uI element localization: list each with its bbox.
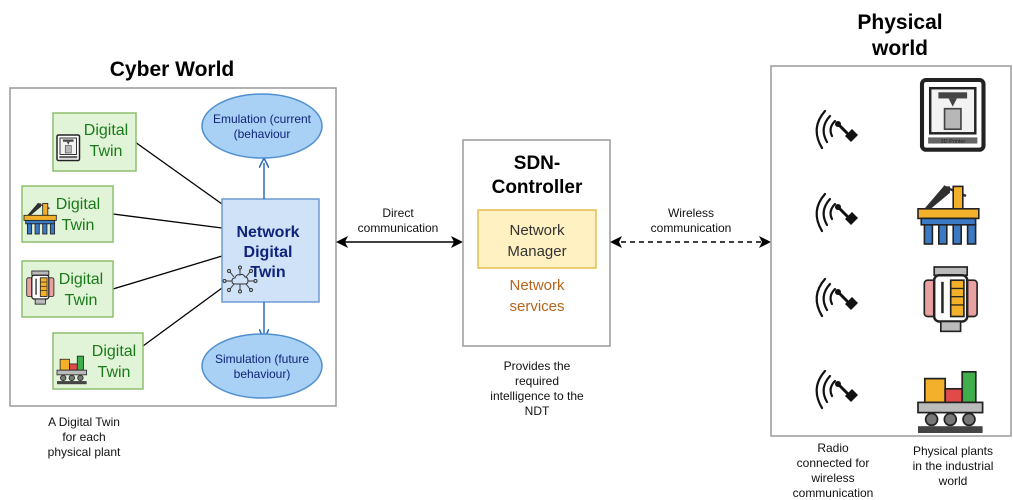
radio-caption-line3: wireless	[810, 471, 854, 485]
network-manager-line2: Manager	[507, 243, 566, 260]
simulation-ellipse[interactable]: Simulation (future behaviour)	[201, 333, 323, 399]
plants-caption-line3: world	[938, 474, 968, 488]
ndt-label-line3: Twin	[250, 264, 285, 281]
wireless-label-line1: Wireless	[668, 206, 714, 220]
sdn-title-line1: SDN-	[514, 153, 560, 174]
sdn-caption-line3: intelligence to the	[490, 389, 584, 403]
cyber-world-title: Cyber World	[110, 58, 234, 81]
network-digital-twin[interactable]: Network Digital Twin	[221, 198, 320, 303]
dt1-ndt-connector	[134, 141, 223, 205]
ndt-label-line1: Network	[236, 224, 299, 241]
plants-caption-line1: Physical plants	[913, 444, 993, 458]
digital-twin-generator[interactable]: Digital Twin	[21, 260, 114, 318]
3d-printer-icon	[56, 134, 81, 162]
cyber-caption-line1: A Digital Twin	[48, 415, 120, 429]
digital-twin-label-line1: Digital	[59, 271, 103, 288]
direct-label-line2: communication	[358, 221, 439, 235]
digital-twin-label-line1: Digital	[92, 343, 136, 360]
sdn-title-line2: Controller	[492, 177, 583, 198]
dt2-ndt-connector	[112, 213, 223, 229]
network-services-line2: services	[509, 298, 564, 315]
plants-caption-line2: in the industrial	[913, 459, 994, 473]
digital-twin-printer[interactable]: Digital Twin	[52, 112, 137, 172]
physical-world-title-line2: world	[871, 37, 928, 60]
radio-caption-line4: communication	[793, 486, 874, 500]
network-services-line1: Network	[509, 277, 565, 294]
emulation-label-line1: Emulation (current	[213, 112, 312, 126]
direct-label-line1: Direct	[382, 206, 414, 220]
digital-twin-label-line2: Twin	[65, 292, 98, 309]
sdn-caption-line1: Provides the	[504, 359, 571, 373]
network-manager[interactable]: Network Manager	[477, 209, 597, 269]
digital-twin-label-line1: Digital	[84, 122, 128, 139]
wireless-label-line2: communication	[651, 221, 732, 235]
sdn-caption-line4: NDT	[525, 404, 550, 418]
printer-label: 3D Printer	[941, 139, 966, 145]
emulation-label-line2: (behaviour	[234, 127, 291, 141]
radio-caption-line2: connected for	[797, 456, 870, 470]
simulation-label-line2: behaviour)	[234, 367, 291, 381]
digital-twin-label-line2: Twin	[62, 217, 95, 234]
dt4-ndt-connector	[142, 287, 223, 347]
sdn-caption-line2: required	[515, 374, 559, 388]
radio-caption-line1: Radio	[817, 441, 849, 455]
simulation-label-line1: Simulation (future	[215, 352, 309, 366]
digital-twin-factory[interactable]: Digital Twin	[52, 332, 144, 390]
ndt-label-line2: Digital	[244, 244, 293, 261]
cyber-caption-line2: for each	[62, 430, 105, 444]
cyber-caption-line3: physical plant	[48, 445, 121, 459]
network-manager-line1: Network	[509, 222, 565, 239]
digital-twin-label-line1: Digital	[56, 196, 100, 213]
digital-twin-oil-rig[interactable]: Digital Twin	[21, 185, 114, 243]
physical-world-title-line1: Physical	[857, 11, 942, 34]
emulation-ellipse[interactable]: Emulation (current (behaviour	[201, 93, 323, 159]
network-cloud-icon	[222, 265, 258, 294]
digital-twin-label-line2: Twin	[90, 143, 123, 160]
dt3-ndt-connector	[112, 255, 223, 290]
digital-twin-label-line2: Twin	[98, 364, 131, 381]
